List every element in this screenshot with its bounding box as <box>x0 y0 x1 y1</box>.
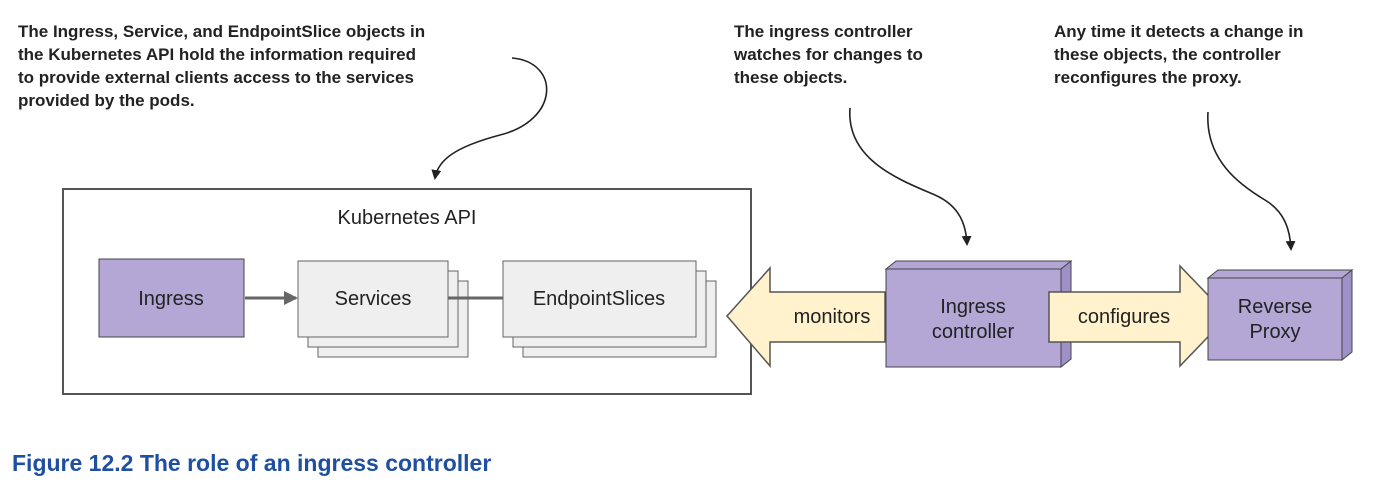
ingress-controller-label-line1: Ingress <box>940 296 1006 318</box>
api-annotation-line: the Kubernetes API hold the information … <box>18 45 416 64</box>
ingress-controller-box-top <box>884 260 1073 270</box>
reverse-proxy-box <box>1207 277 1343 361</box>
controller-annotation-line: The ingress controller <box>734 22 913 41</box>
reverse-proxy-box-side <box>1341 268 1353 362</box>
ingress-controller-label-line2: controller <box>932 321 1015 343</box>
ingress-box <box>98 258 245 338</box>
api-annotation-arrow <box>431 57 548 180</box>
api-annotation-line: The Ingress, Service, and EndpointSlice … <box>18 22 426 41</box>
ingress-controller-box <box>885 268 1062 368</box>
proxy-annotation-line: these objects, the controller <box>1054 45 1281 64</box>
configures-arrow <box>1048 264 1230 368</box>
figure-caption: Figure 12.2 The role of an ingress contr… <box>12 450 492 476</box>
proxy-annotation-line: Any time it detects a change in <box>1054 22 1304 41</box>
endpointslices-label: EndpointSlices <box>533 288 665 310</box>
monitors-arrow <box>726 266 886 369</box>
reverse-proxy-label-line1: Reverse <box>1238 296 1312 318</box>
controller-annotation: The ingress controller watches for chang… <box>734 20 923 89</box>
services-label: Services <box>335 288 412 310</box>
controller-annotation-arrow <box>849 107 972 246</box>
services-box <box>297 260 449 338</box>
reverse-proxy-label-line2: Proxy <box>1249 321 1300 343</box>
endpointslices-box <box>502 260 697 338</box>
proxy-annotation: Any time it detects a change in these ob… <box>1054 20 1303 89</box>
proxy-annotation-arrow <box>1207 111 1296 251</box>
api-annotation: The Ingress, Service, and EndpointSlice … <box>18 20 425 112</box>
api-annotation-line: to provide external clients access to th… <box>18 68 414 87</box>
controller-annotation-line: these objects. <box>734 68 848 87</box>
proxy-annotation-line: reconfigures the proxy. <box>1054 68 1242 87</box>
configures-label: configures <box>1078 306 1170 328</box>
monitors-label: monitors <box>794 306 871 328</box>
kubernetes-api-title: Kubernetes API <box>338 207 477 229</box>
ingress-diagram: Kubernetes API Ingress Services Endpoint… <box>62 57 1354 395</box>
ingress-label: Ingress <box>138 288 204 310</box>
controller-annotation-line: watches for changes to <box>734 45 923 64</box>
api-annotation-line: provided by the pods. <box>18 91 195 110</box>
reverse-proxy-box-top <box>1206 269 1354 279</box>
